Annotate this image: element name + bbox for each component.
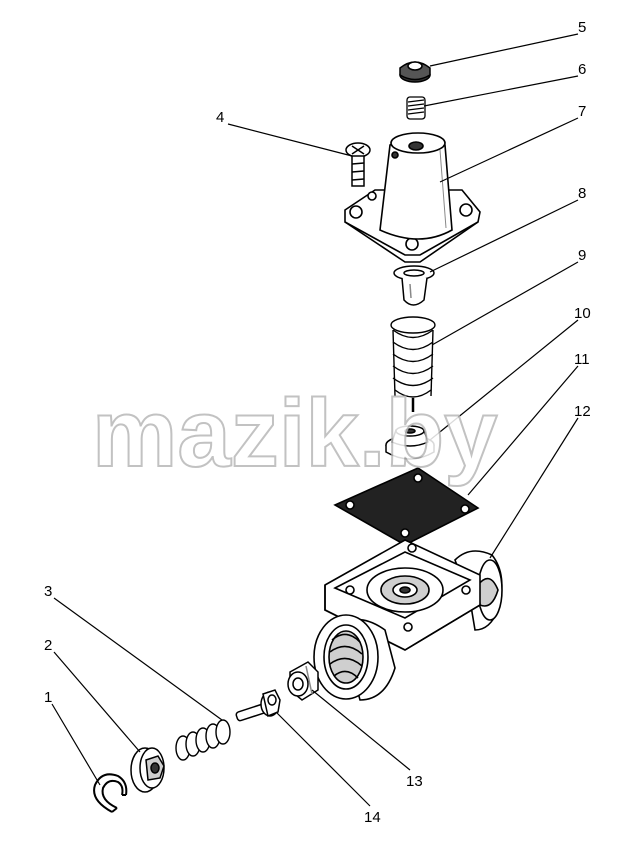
callout-12: 12 [574, 403, 591, 420]
part-1-ring [93, 773, 128, 813]
part-10-seat [385, 425, 435, 460]
callout-3: 3 [44, 583, 52, 600]
callout-2: 2 [44, 637, 52, 654]
part-14-stem [235, 689, 281, 722]
part-12-body [313, 539, 503, 701]
callout-5: 5 [578, 19, 586, 36]
part-6-spring [406, 96, 426, 120]
part-13-nut [287, 661, 319, 701]
callout-13: 13 [406, 773, 423, 790]
part-11-diaphragm [333, 467, 480, 546]
callout-1: 1 [44, 689, 52, 706]
callout-8: 8 [578, 185, 586, 202]
callout-11: 11 [574, 351, 590, 368]
callout-10: 10 [574, 305, 591, 322]
callout-7: 7 [578, 103, 586, 120]
callout-4: 4 [216, 109, 224, 126]
callout-9: 9 [578, 247, 586, 264]
watermark: mazik.by [92, 380, 498, 487]
part-9-spring [390, 316, 436, 412]
part-7-cover [344, 132, 481, 263]
part-2-plate [130, 747, 165, 793]
part-5-cap [399, 61, 431, 83]
part-4-bolt [345, 142, 371, 187]
callout-6: 6 [578, 61, 586, 78]
leader-lines [51, 33, 579, 807]
part-8-valve [393, 265, 435, 306]
callout-14: 14 [364, 809, 381, 826]
part-3-spring [175, 719, 231, 761]
